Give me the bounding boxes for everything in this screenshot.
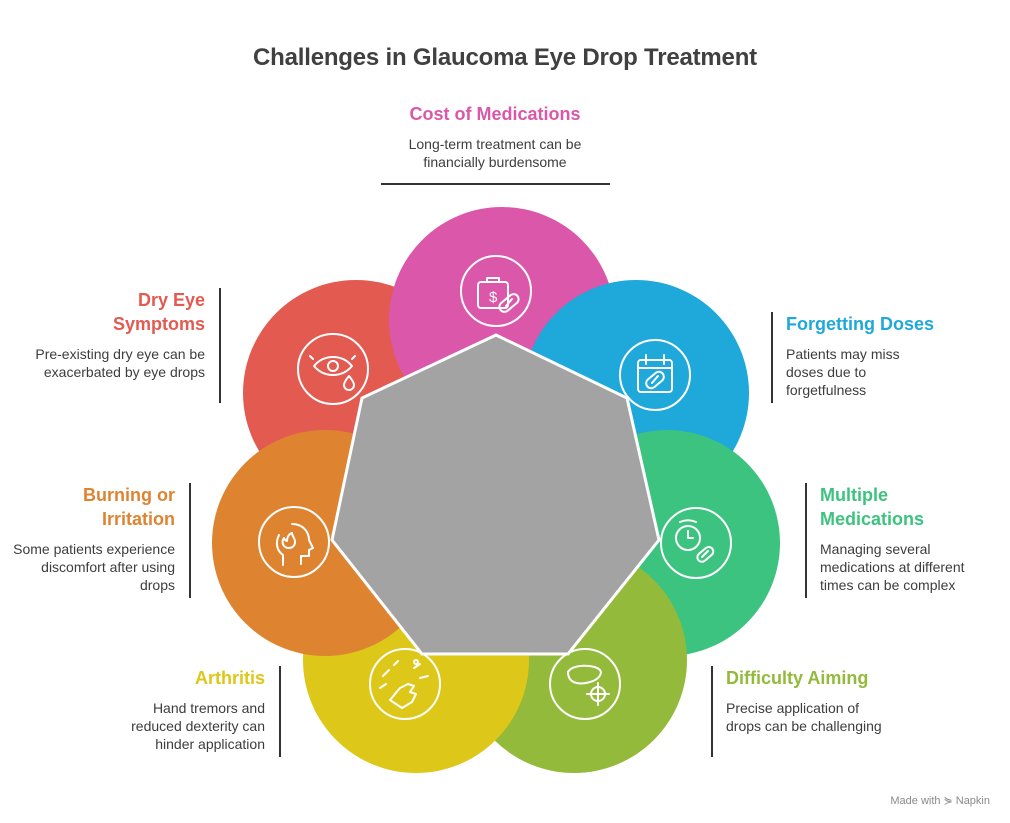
arthritis-title: Arthritis <box>194 668 265 688</box>
tremor-hand-icon <box>369 648 441 720</box>
center-heptagon <box>330 333 661 656</box>
napkin-logo-icon: ⋟ <box>943 795 953 807</box>
target-eye-icon <box>549 648 621 720</box>
multiple-title-line-2: Medications <box>820 509 925 529</box>
calendar-pill-icon <box>619 339 691 411</box>
dryeye-title-line-1: Dry Eye <box>137 290 205 310</box>
arthritis-divider <box>279 666 281 757</box>
label-block-forgetting: Forgetting Doses Patients may miss doses… <box>786 312 956 399</box>
label-block-cost: Cost of Medications Long-term treatment … <box>345 102 645 171</box>
cost-description: Long-term treatment can be financially b… <box>408 136 582 170</box>
forgetting-divider <box>771 312 773 403</box>
diagram-title: Challenges in Glaucoma Eye Drop Treatmen… <box>253 44 757 71</box>
money-bag-pill-icon: $ <box>460 255 532 327</box>
cost-divider <box>381 183 610 185</box>
label-block-burning: Burning or Irritation Some patients expe… <box>10 483 175 594</box>
aiming-divider <box>711 666 713 757</box>
forgetting-title: Forgetting Doses <box>786 314 935 334</box>
label-block-arthritis: Arthritis Hand tremors and reduced dexte… <box>104 666 265 753</box>
multiple-description: Managing several medications at differen… <box>820 541 965 593</box>
burning-title-line-1: Burning or <box>83 485 175 505</box>
multiple-divider <box>805 483 807 598</box>
arthritis-description: Hand tremors and reduced dexterity can h… <box>131 700 265 752</box>
dryeye-title: Dry Eye Symptoms <box>30 288 205 336</box>
credit-brand: Napkin <box>955 795 990 807</box>
burning-divider <box>189 483 191 598</box>
label-block-aiming: Difficulty Aiming Precise application of… <box>726 666 916 735</box>
label-block-multiple: Multiple Medications Managing several me… <box>820 483 1000 594</box>
multiple-title-line-1: Multiple <box>820 485 888 505</box>
multiple-title: Multiple Medications <box>820 483 1000 531</box>
aiming-title: Difficulty Aiming <box>726 668 869 688</box>
forgetting-description: Patients may miss doses due to forgetful… <box>786 346 900 398</box>
napkin-credit[interactable]: Made with⋟Napkin <box>890 794 990 807</box>
dryeye-description: Pre-existing dry eye can be exacerbated … <box>35 346 205 380</box>
dryeye-title-line-2: Symptoms <box>112 314 205 334</box>
aiming-description: Precise application of drops can be chal… <box>726 700 882 734</box>
fire-head-icon <box>258 506 330 578</box>
dryeye-divider <box>219 288 221 403</box>
svg-text:$: $ <box>489 289 498 306</box>
burning-title-line-2: Irritation <box>101 509 175 529</box>
clock-pill-icon <box>660 507 732 579</box>
label-block-dryeye: Dry Eye Symptoms Pre-existing dry eye ca… <box>30 288 205 381</box>
burning-title: Burning or Irritation <box>10 483 175 531</box>
burning-description: Some patients experience discomfort afte… <box>13 541 175 593</box>
eye-tear-icon <box>297 333 369 405</box>
credit-prefix: Made with <box>890 795 941 807</box>
cost-title: Cost of Medications <box>409 104 581 124</box>
